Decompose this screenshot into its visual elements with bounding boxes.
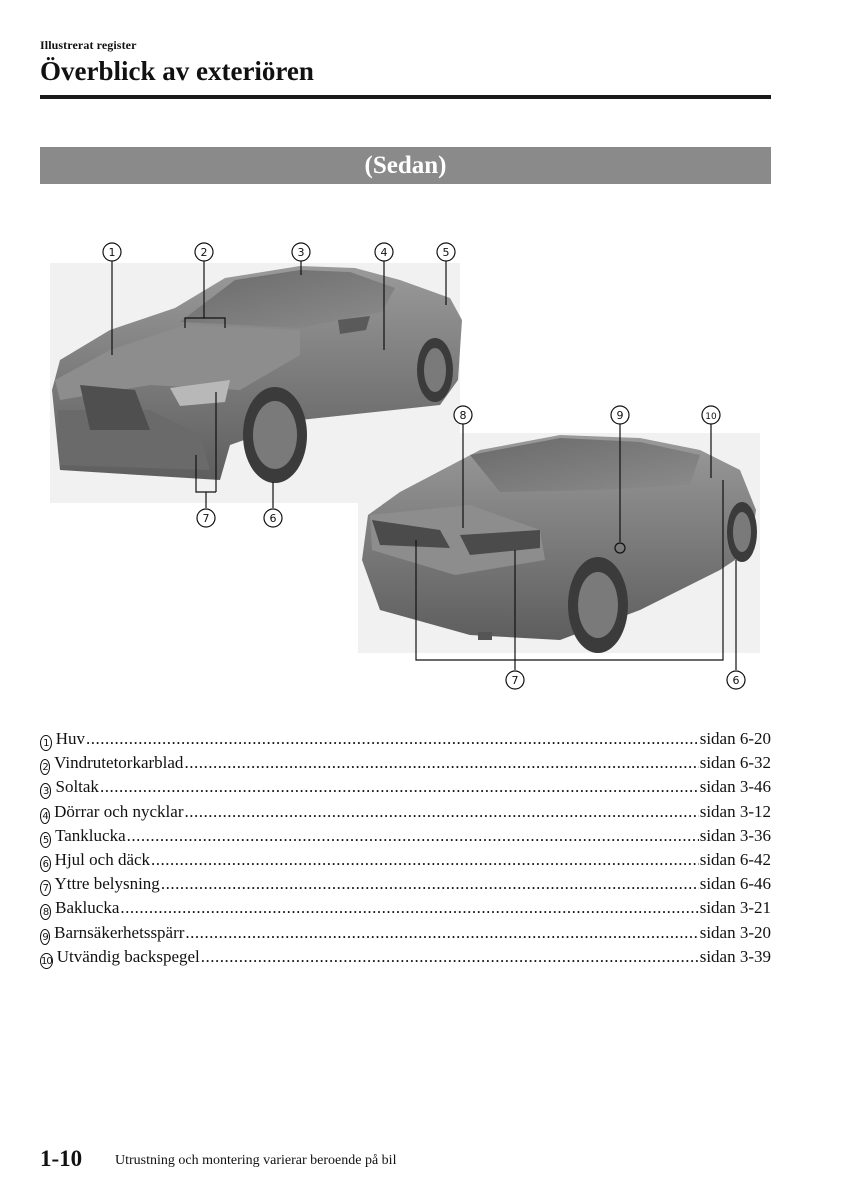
callout-4: 4 bbox=[374, 242, 394, 262]
callout-5: 5 bbox=[436, 242, 456, 262]
list-item: 2 Vindrutetorkarblad sidan 6-32 bbox=[40, 751, 771, 776]
svg-text:2: 2 bbox=[201, 246, 208, 259]
variant-banner: (Sedan) bbox=[40, 147, 771, 184]
footer-note: Utrustning och montering varierar beroen… bbox=[115, 1153, 397, 1168]
dot-leader bbox=[184, 751, 698, 775]
page-reference: sidan 3-20 bbox=[699, 922, 771, 942]
svg-text:7: 7 bbox=[203, 512, 210, 525]
item-label: Baklucka bbox=[55, 898, 120, 918]
item-label: Dörrar och nycklar bbox=[54, 801, 184, 821]
page-reference: sidan 3-21 bbox=[699, 898, 771, 918]
dot-leader bbox=[161, 872, 699, 896]
page-reference: sidan 3-12 bbox=[699, 801, 771, 821]
page-number: 1-10 bbox=[40, 1146, 83, 1171]
dot-leader bbox=[184, 800, 698, 824]
page-reference: sidan 6-32 bbox=[699, 753, 771, 773]
item-label: Yttre belysning bbox=[54, 874, 160, 894]
item-label: Utvändig backspegel bbox=[56, 946, 200, 966]
dot-leader bbox=[127, 824, 699, 848]
svg-text:5: 5 bbox=[443, 246, 450, 259]
list-item: 8 Baklucka sidan 3-21 bbox=[40, 896, 771, 921]
list-item: 3 Soltak sidan 3-46 bbox=[40, 775, 771, 800]
svg-text:6: 6 bbox=[270, 512, 277, 525]
front-car bbox=[52, 266, 462, 483]
callout-10: 10 bbox=[701, 405, 721, 425]
rear-car bbox=[362, 435, 757, 653]
page-reference: sidan 6-46 bbox=[699, 874, 771, 894]
callout-1: 1 bbox=[102, 242, 122, 262]
list-item: 10 Utvändig backspegel sidan 3-39 bbox=[40, 945, 771, 969]
item-number-badge: 10 bbox=[40, 952, 53, 969]
callout-3: 3 bbox=[291, 242, 311, 262]
list-item: 6 Hjul och däck sidan 6-42 bbox=[40, 848, 771, 872]
item-number-badge: 8 bbox=[40, 904, 52, 921]
page-reference: sidan 3-46 bbox=[699, 777, 771, 797]
item-label: Tanklucka bbox=[55, 825, 126, 845]
svg-text:9: 9 bbox=[617, 409, 624, 422]
callout-9: 9 bbox=[610, 405, 630, 425]
item-label: Vindrutetorkarblad bbox=[54, 753, 184, 773]
svg-text:3: 3 bbox=[298, 246, 305, 259]
title-divider bbox=[40, 95, 771, 99]
callout-6-rear: 6 bbox=[726, 670, 746, 690]
callout-6-front: 6 bbox=[263, 508, 283, 528]
dot-leader bbox=[185, 921, 698, 945]
item-label: Hjul och däck bbox=[54, 849, 151, 869]
item-number-badge: 1 bbox=[40, 735, 52, 751]
svg-text:7: 7 bbox=[512, 674, 519, 687]
dot-leader bbox=[86, 727, 699, 751]
section-label: Illustrerat register bbox=[40, 38, 137, 52]
item-number-badge: 6 bbox=[40, 855, 51, 872]
list-item: 7 Yttre belysning sidan 6-46 bbox=[40, 872, 771, 897]
item-number-badge: 7 bbox=[40, 880, 51, 897]
page-title: Överblick av exteriören bbox=[40, 56, 314, 86]
svg-text:8: 8 bbox=[460, 409, 467, 422]
dot-leader bbox=[120, 896, 698, 920]
item-number-badge: 3 bbox=[40, 783, 52, 800]
page-reference: sidan 3-39 bbox=[699, 946, 771, 966]
callout-7-rear: 7 bbox=[505, 670, 525, 690]
dot-leader bbox=[151, 848, 699, 872]
callout-7-front: 7 bbox=[196, 508, 216, 528]
item-label: Barnsäkerhetsspärr bbox=[54, 922, 185, 942]
svg-text:1: 1 bbox=[109, 246, 116, 259]
item-number-badge: 9 bbox=[40, 928, 51, 945]
page-reference: sidan 3-36 bbox=[699, 825, 771, 845]
list-item: 1 Huv sidan 6-20 bbox=[40, 727, 771, 751]
callout-2: 2 bbox=[194, 242, 214, 262]
page-reference: sidan 6-20 bbox=[699, 729, 771, 748]
item-label: Huv bbox=[55, 729, 85, 748]
item-number-badge: 2 bbox=[40, 759, 51, 776]
item-number-badge: 5 bbox=[40, 831, 52, 848]
svg-text:6: 6 bbox=[733, 674, 740, 687]
item-label: Soltak bbox=[55, 777, 99, 797]
parts-index: 1 Huv sidan 6-20 2 Vindrutetorkarblad si… bbox=[40, 727, 771, 969]
list-item: 4 Dörrar och nycklar sidan 3-12 bbox=[40, 800, 771, 824]
svg-text:4: 4 bbox=[381, 246, 388, 259]
list-item: 9 Barnsäkerhetsspärr sidan 3-20 bbox=[40, 921, 771, 945]
car-illustration-svg: 1 2 3 4 5 7 6 8 9 10 7 6 bbox=[50, 242, 760, 690]
page-reference: sidan 6-42 bbox=[699, 849, 771, 869]
callout-8: 8 bbox=[453, 405, 473, 425]
callout-lines bbox=[111, 261, 737, 670]
list-item: 5 Tanklucka sidan 3-36 bbox=[40, 824, 771, 848]
dot-leader bbox=[201, 945, 699, 969]
callout-markers: 1 2 3 4 5 7 6 8 9 10 7 6 bbox=[102, 242, 746, 690]
item-number-badge: 4 bbox=[40, 807, 51, 824]
svg-text:10: 10 bbox=[705, 412, 717, 422]
exterior-illustration: 1 2 3 4 5 7 6 8 9 10 7 6 bbox=[0, 230, 845, 710]
dot-leader bbox=[100, 775, 699, 799]
